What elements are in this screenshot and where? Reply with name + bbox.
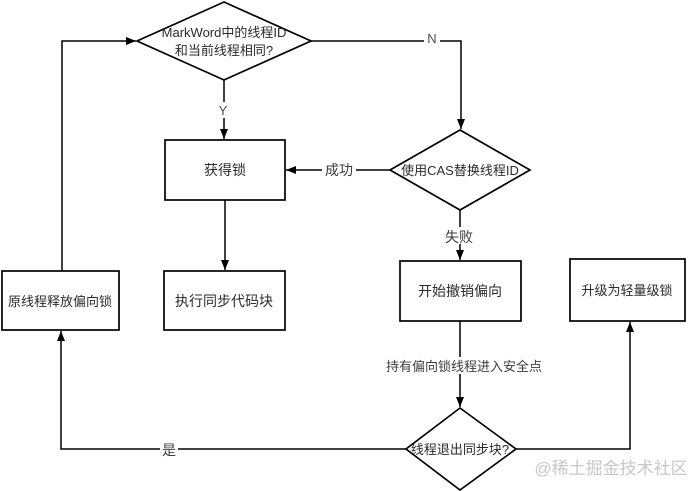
decision-diamond: [388, 129, 532, 211]
label-bg: [392, 357, 535, 374]
label-bg: [442, 227, 476, 244]
process-release-bias: 原线程释放偏向锁: [1, 270, 120, 331]
process-revoke-bias: 开始撤销偏向: [399, 260, 522, 322]
edge-label-yes-cn: 是: [160, 440, 178, 458]
edge-label-text: 失败: [445, 229, 473, 245]
edge-label-text: 成功: [325, 162, 353, 178]
edge-label-safepoint: 持有偏向锁线程进入安全点: [386, 357, 542, 374]
watermark: @稀土掘金技术社区: [534, 459, 687, 478]
process-text: 执行同步代码块: [175, 293, 273, 309]
edge-exitcheck-to-upgrade: [516, 322, 634, 450]
decision-diamond: [404, 406, 518, 491]
process-exec-sync: 执行同步代码块: [163, 270, 286, 331]
label-bg: [322, 160, 356, 177]
decision-text-line2: 和当前线程相同?: [175, 43, 273, 58]
process-box: [569, 258, 686, 322]
edge-label-yes-short: Y: [215, 102, 231, 118]
process-upgrade-lightweight: 升级为轻量级锁: [569, 258, 686, 322]
process-box: [1, 270, 120, 331]
edge-label-fail: 失败: [442, 227, 476, 245]
process-box: [163, 270, 286, 331]
label-bg: [215, 102, 231, 118]
decision-text: 使用CAS替换线程ID: [401, 163, 519, 178]
edge-label-success: 成功: [322, 160, 356, 178]
edge-label-text: 是: [162, 442, 176, 458]
decision-exit-sync-check: 线程退出同步块?: [404, 406, 518, 491]
process-box: [399, 260, 522, 322]
label-bg: [424, 30, 440, 46]
decision-cas-replace: 使用CAS替换线程ID: [388, 129, 532, 211]
edge-label-text: 持有偏向锁线程进入安全点: [386, 359, 542, 374]
edge-release-to-markword: [61, 37, 136, 271]
decision-diamond: [134, 1, 314, 81]
edge-label-text: N: [427, 31, 436, 46]
decision-text: 线程退出同步块?: [411, 442, 509, 457]
edge-label-text: Y: [219, 103, 228, 118]
label-bg: [160, 440, 178, 457]
process-text: 升级为轻量级锁: [581, 283, 672, 298]
edge-exitcheck-yes-to-release: [57, 331, 406, 450]
process-acquire-lock: 获得锁: [164, 139, 286, 201]
process-text: 开始撤销偏向: [418, 283, 502, 299]
edge-markword-no-to-cas: [311, 40, 465, 129]
process-box: [164, 139, 286, 201]
decision-markword-check: MarkWord中的线程ID 和当前线程相同?: [134, 1, 314, 81]
process-text: 原线程释放偏向锁: [8, 294, 112, 309]
process-text: 获得锁: [204, 162, 246, 178]
decision-text-line1: MarkWord中的线程ID: [162, 25, 287, 40]
edge-label-no-short: N: [424, 30, 440, 46]
